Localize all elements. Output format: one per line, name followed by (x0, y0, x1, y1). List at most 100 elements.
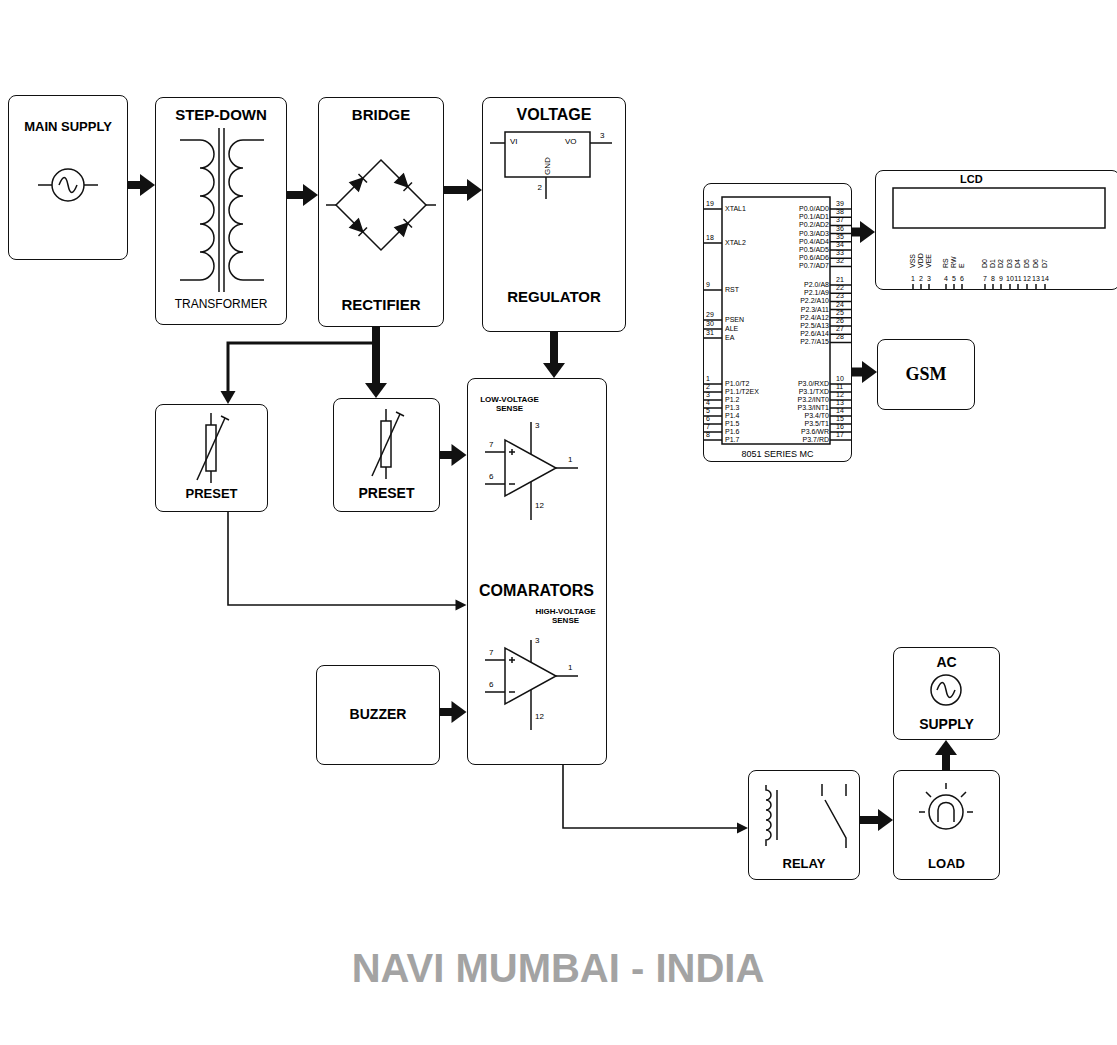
diode-symbol (404, 219, 412, 227)
pin-label: VI (510, 137, 518, 146)
pin-label: 31 (706, 329, 714, 337)
pin-label: D7 (1041, 259, 1049, 268)
arrow-head (935, 740, 957, 755)
pin-label: D5 (1023, 259, 1031, 268)
pin-label: 8 (706, 431, 710, 439)
block-label: BUZZER (350, 706, 407, 722)
block-label: VOLTAGE (517, 106, 592, 124)
block-label: STEP-DOWN (175, 106, 267, 123)
pin-label: 16 (836, 423, 844, 431)
diode-symbol (359, 174, 367, 182)
pin-label: P0.0/AD0 (799, 205, 829, 213)
pin-label: 6 (960, 275, 964, 283)
lcd-symbol (893, 188, 1105, 290)
pin-label: P2.3/A11 (801, 306, 829, 314)
pin-label: 12 (836, 391, 844, 399)
pin-label: 2 (538, 183, 542, 192)
connector-arrow (440, 701, 467, 723)
pin-label: P2.7/A15 (800, 338, 829, 346)
lamp-symbol (919, 783, 973, 812)
pin-label: D2 (997, 259, 1005, 268)
bridge-symbol (426, 204, 436, 206)
comparator-symbol (485, 640, 578, 730)
pin-label: XTAL1 (725, 205, 746, 213)
arrow-head (467, 179, 482, 201)
connector-arrow (543, 332, 565, 378)
block-label: TRANSFORMER (175, 298, 268, 312)
pin-label: 7 (489, 440, 493, 449)
pin-label: 10 (1006, 275, 1014, 283)
pin-label: 3 (706, 391, 710, 399)
arrow-head (140, 174, 155, 196)
pin-label: P0.2/AD2 (799, 221, 829, 229)
pin-label: 7 (706, 423, 710, 431)
preset-symbol (372, 414, 400, 476)
pin-label: P1.5 (725, 420, 739, 428)
pin-label: 1 (706, 375, 710, 383)
pin-label: 12 (535, 712, 544, 721)
pin-label: 9 (706, 281, 710, 289)
relay-symbol (776, 790, 778, 840)
preset-symbol (197, 418, 225, 480)
pin-label: D6 (1032, 259, 1040, 268)
load-box: LOAD (893, 770, 1000, 880)
pin-label: 15 (836, 415, 844, 423)
block-label: LOAD (928, 857, 965, 872)
transformer-symbol (180, 128, 264, 292)
block-label: LOW-VOLTAGE SENSE (474, 395, 546, 413)
pin-label: 32 (836, 257, 844, 265)
ac-source-symbol (84, 184, 98, 186)
pin-label: 36 (836, 225, 844, 233)
pin-label: PSEN (725, 316, 744, 324)
connector-arrow (852, 221, 875, 243)
pin-label: 17 (836, 431, 844, 439)
pin-label: P3.3/INT1 (797, 404, 829, 412)
pin-label: RW (950, 256, 958, 268)
pin-label: 39 (836, 200, 844, 208)
pin-label: D1 (989, 259, 997, 268)
pin-label: 12 (1023, 275, 1031, 283)
preset-symbol (372, 409, 404, 479)
block-label: GSM (905, 364, 946, 385)
pin-label: ALE (725, 325, 738, 333)
ac-source-symbol (38, 169, 98, 201)
pin-label: P3.5/T1 (804, 420, 829, 428)
pin-label: 12 (535, 501, 544, 510)
diode-symbol (359, 228, 367, 236)
pin-label: 6 (489, 680, 493, 689)
pin-label: 3 (535, 636, 539, 645)
connector-arrow (228, 512, 467, 611)
pin-label: XTAL2 (725, 239, 746, 247)
pin-label: P1.3 (725, 404, 739, 412)
ac-source-symbol (38, 184, 52, 186)
pin-label: RST (725, 286, 739, 294)
lcd-box: LCD (875, 170, 1117, 290)
pin-label: 28 (836, 333, 844, 341)
buzzer-box: BUZZER (316, 665, 440, 765)
pin-label: P1.6 (725, 428, 739, 436)
pin-label: P2.5/A13 (800, 322, 829, 330)
pin-label: P3.4/T0 (804, 412, 829, 420)
preset-symbol (197, 413, 229, 483)
relay-symbol (766, 784, 846, 848)
arrow-head (878, 809, 893, 831)
pin-label: 33 (836, 249, 844, 257)
pin-label: P3.6/WR (801, 428, 829, 436)
arrow-head (737, 823, 748, 834)
ac-source-symbol (931, 675, 961, 705)
relay-symbol (766, 785, 771, 846)
pin-label: D3 (1006, 259, 1014, 268)
pin-label: P1.4 (725, 412, 739, 420)
comparator-box: LOW-VOLTAGE SENSECOMARATORSHIGH-VOLTAGE … (467, 378, 607, 765)
pin-label: 3 (600, 131, 604, 140)
arrow-head (221, 391, 236, 404)
pin-label: 21 (836, 276, 844, 284)
preset-symbol (385, 409, 387, 421)
pin-label: 1 (911, 275, 915, 283)
relay-box: RELAY (748, 770, 860, 880)
connector-line (372, 327, 380, 388)
ac-source-symbol (59, 178, 77, 193)
pin-label: P3.0/RXD (798, 380, 829, 388)
